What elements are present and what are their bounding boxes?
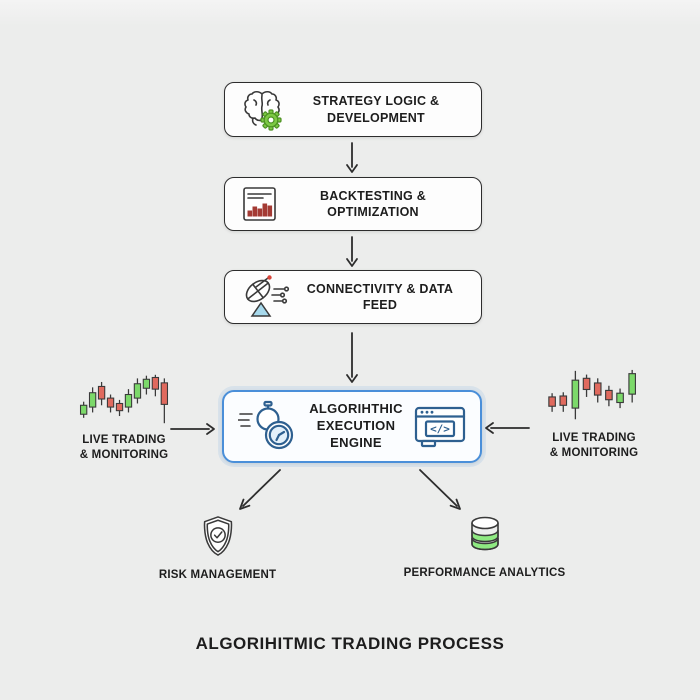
connectivity-box: CONNECTIVITY & DATA FEED [224, 270, 482, 324]
left-market-label-line2: & MONITORING [79, 449, 169, 462]
backtesting-box: BACKTESTING & OPTIMIZATION [224, 177, 482, 231]
backtesting-label-text: BACKTESTING & OPTIMIZATION [319, 188, 427, 219]
shield-check-icon [203, 516, 232, 556]
diagram-title: ALGORIHITMIC TRADING PROCESS [195, 634, 505, 653]
strategy-label-line2: DEVELOPMENT [327, 110, 425, 125]
right-market-label-line2: & MONITORING [549, 447, 639, 460]
execution-label-line1: ALGORIHTHIC [309, 401, 403, 417]
bar-chart-document-icon [243, 187, 276, 221]
arrow-connectivity-to-execution [346, 332, 358, 383]
candlestick-chart-icon [548, 369, 636, 420]
left-market-label-line1: LIVE TRADING [82, 434, 166, 446]
execution-label-line2: EXECUTION ENGINE [316, 418, 396, 450]
stopwatch-icon [238, 400, 294, 449]
connectivity-label: CONNECTIVITY & DATA FEED [293, 281, 467, 314]
arrow-execution-to-analytics [419, 469, 461, 510]
risk-management-group: RISK MANAGEMENT [140, 514, 295, 581]
arrow-strategy-to-backtesting [346, 142, 358, 173]
strategy-label-line1: STRATEGY LOGIC & [312, 94, 440, 109]
candlestick-chart-icon [79, 374, 169, 424]
database-icon [470, 516, 499, 551]
arrow-right-market-to-execution [485, 422, 530, 434]
code-window-icon: </> [414, 406, 466, 447]
strategy-box: STRATEGY LOGIC & DEVELOPMENT [224, 82, 482, 137]
performance-analytics-group: PERFORMANCE ANALYTICS [397, 514, 572, 579]
execution-engine-label: ALGORIHTHIC EXECUTION ENGINE [298, 401, 414, 452]
code-glyph: </> [430, 422, 450, 435]
right-market-label: LIVE TRADING & MONITORING [528, 431, 660, 461]
risk-management-label: RISK MANAGEMENT [158, 569, 277, 581]
arrow-execution-to-risk [239, 469, 281, 510]
strategy-label: STRATEGY LOGIC & DEVELOPMENT [285, 93, 467, 126]
left-market-label: LIVE TRADING & MONITORING [58, 433, 190, 463]
right-market-group: LIVE TRADING & MONITORING [528, 369, 660, 461]
right-market-label-line1: LIVE TRADING [552, 432, 636, 444]
connectivity-label-text: CONNECTIVITY & DATA FEED [306, 281, 454, 312]
brain-gear-icon [244, 90, 282, 131]
left-market-group: LIVE TRADING & MONITORING [58, 373, 190, 463]
performance-analytics-label: PERFORMANCE ANALYTICS [403, 567, 566, 579]
satellite-dish-icon [245, 275, 290, 317]
backtesting-label: BACKTESTING & OPTIMIZATION [279, 188, 467, 221]
arrow-left-market-to-execution [170, 423, 215, 435]
execution-engine-box: ALGORIHTHIC EXECUTION ENGINE </> [222, 390, 482, 463]
arrow-backtesting-to-connectivity [346, 236, 358, 267]
